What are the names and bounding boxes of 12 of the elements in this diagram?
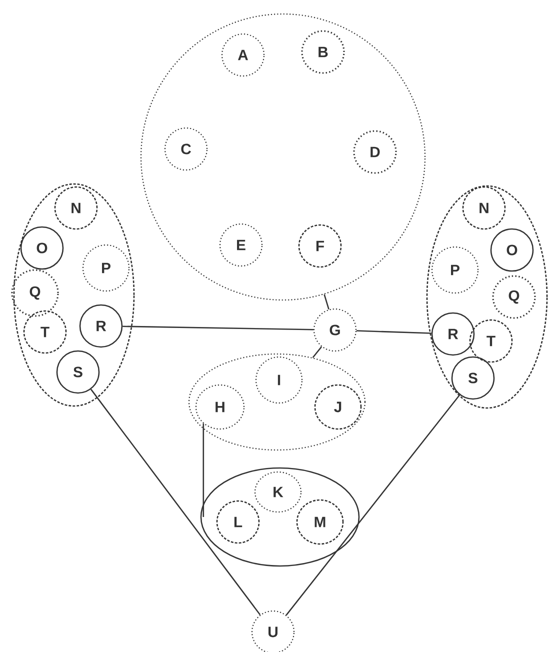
connector-line — [90, 388, 261, 616]
connector-line — [312, 346, 322, 358]
group-ellipse — [200, 467, 360, 567]
connector-line — [286, 394, 460, 616]
connector-line — [324, 294, 330, 310]
connector-line — [202, 424, 204, 517]
group-circle — [140, 13, 426, 301]
group-ellipse — [13, 183, 135, 407]
connector-line — [122, 326, 314, 330]
group-ellipse — [426, 185, 548, 409]
group-ellipse — [188, 353, 366, 451]
connector-line — [356, 330, 432, 334]
